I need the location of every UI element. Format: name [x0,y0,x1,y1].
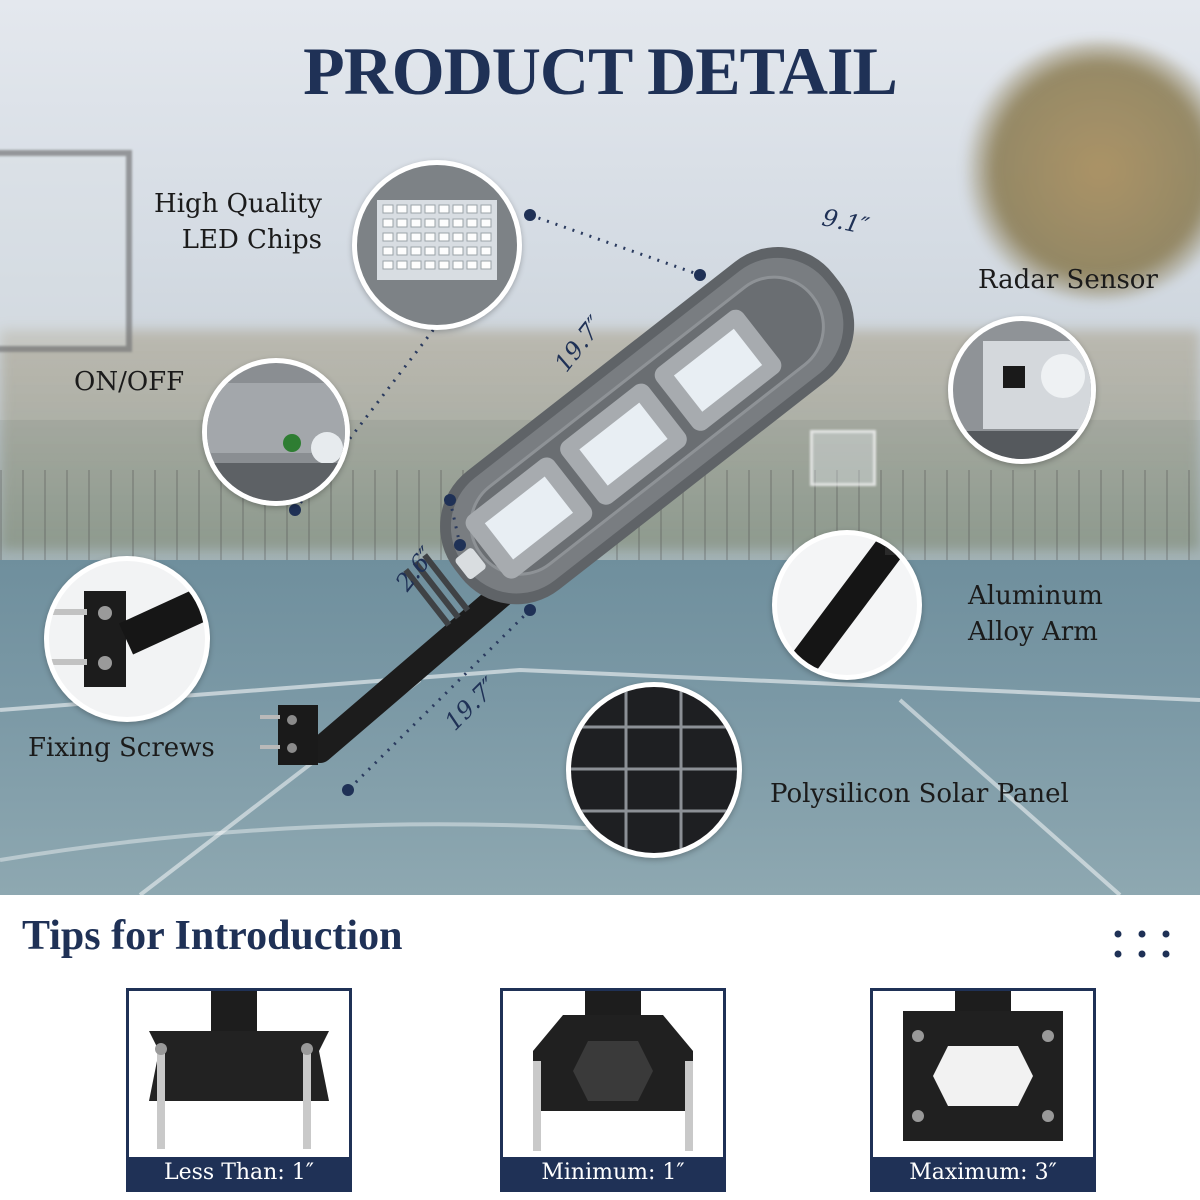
fixing-screws-detail [44,556,210,722]
mount-caption-minimum: Minimum: 1″ [503,1157,723,1189]
radar-sensor-detail [948,316,1096,464]
radar-sensor-image [953,321,1091,459]
radar-sensor-chip [1003,366,1025,388]
solar-panel-detail [566,682,742,858]
dots-decoration-icon [1114,930,1170,958]
led-module [560,383,687,505]
mount-caption-small: Less Than: 1″ [129,1157,349,1189]
on-off-switch-button [283,434,301,452]
solar-panel-image [571,687,737,853]
dimension-lines [293,213,701,792]
lamp-body [403,247,855,627]
callout-solar-panel: Polysilicon Solar Panel [770,779,1069,809]
solar-street-light [260,209,855,796]
callout-radar-sensor: Radar Sensor [978,265,1158,295]
led-chips-detail [352,160,522,330]
callout-on-off: ON/OFF [74,367,185,397]
radar-sensor-window [455,548,486,579]
callout-fixing-screws: Fixing Screws [28,733,215,763]
page-title: PRODUCT DETAIL [303,33,898,109]
heat-sink-vents [403,553,471,627]
mount-tile-minimum: Minimum: 1″ [500,988,726,1192]
mount-bracket-maximum-image [903,991,1063,1141]
basketball-hoop-right [810,430,876,486]
led-chips-image [357,165,517,325]
callout-led-chips: High Quality LED Chips [154,189,322,255]
callout-aluminum-arm: Aluminum Alloy Arm [968,581,1103,647]
led-module [654,309,782,431]
on-off-switch-image [207,363,345,501]
basketball-hoop-left [0,150,132,352]
aluminum-arm [260,557,543,765]
aluminum-arm-detail [772,530,922,680]
mount-bracket-minimum-image [533,991,693,1151]
mount-tile-small: Less Than: 1″ [126,988,352,1192]
mount-tile-maximum: Maximum: 3″ [870,988,1096,1192]
mount-caption-maximum: Maximum: 3″ [873,1157,1093,1189]
on-off-switch-detail [202,358,350,506]
dimension-endpoints [289,209,706,796]
mount-bracket-small-image [149,991,329,1149]
tree-background [960,40,1200,300]
fixing-screws-image [49,561,205,717]
led-module [465,457,593,579]
tips-title: Tips for Introduction [22,913,403,959]
aluminum-arm-image [777,535,917,675]
